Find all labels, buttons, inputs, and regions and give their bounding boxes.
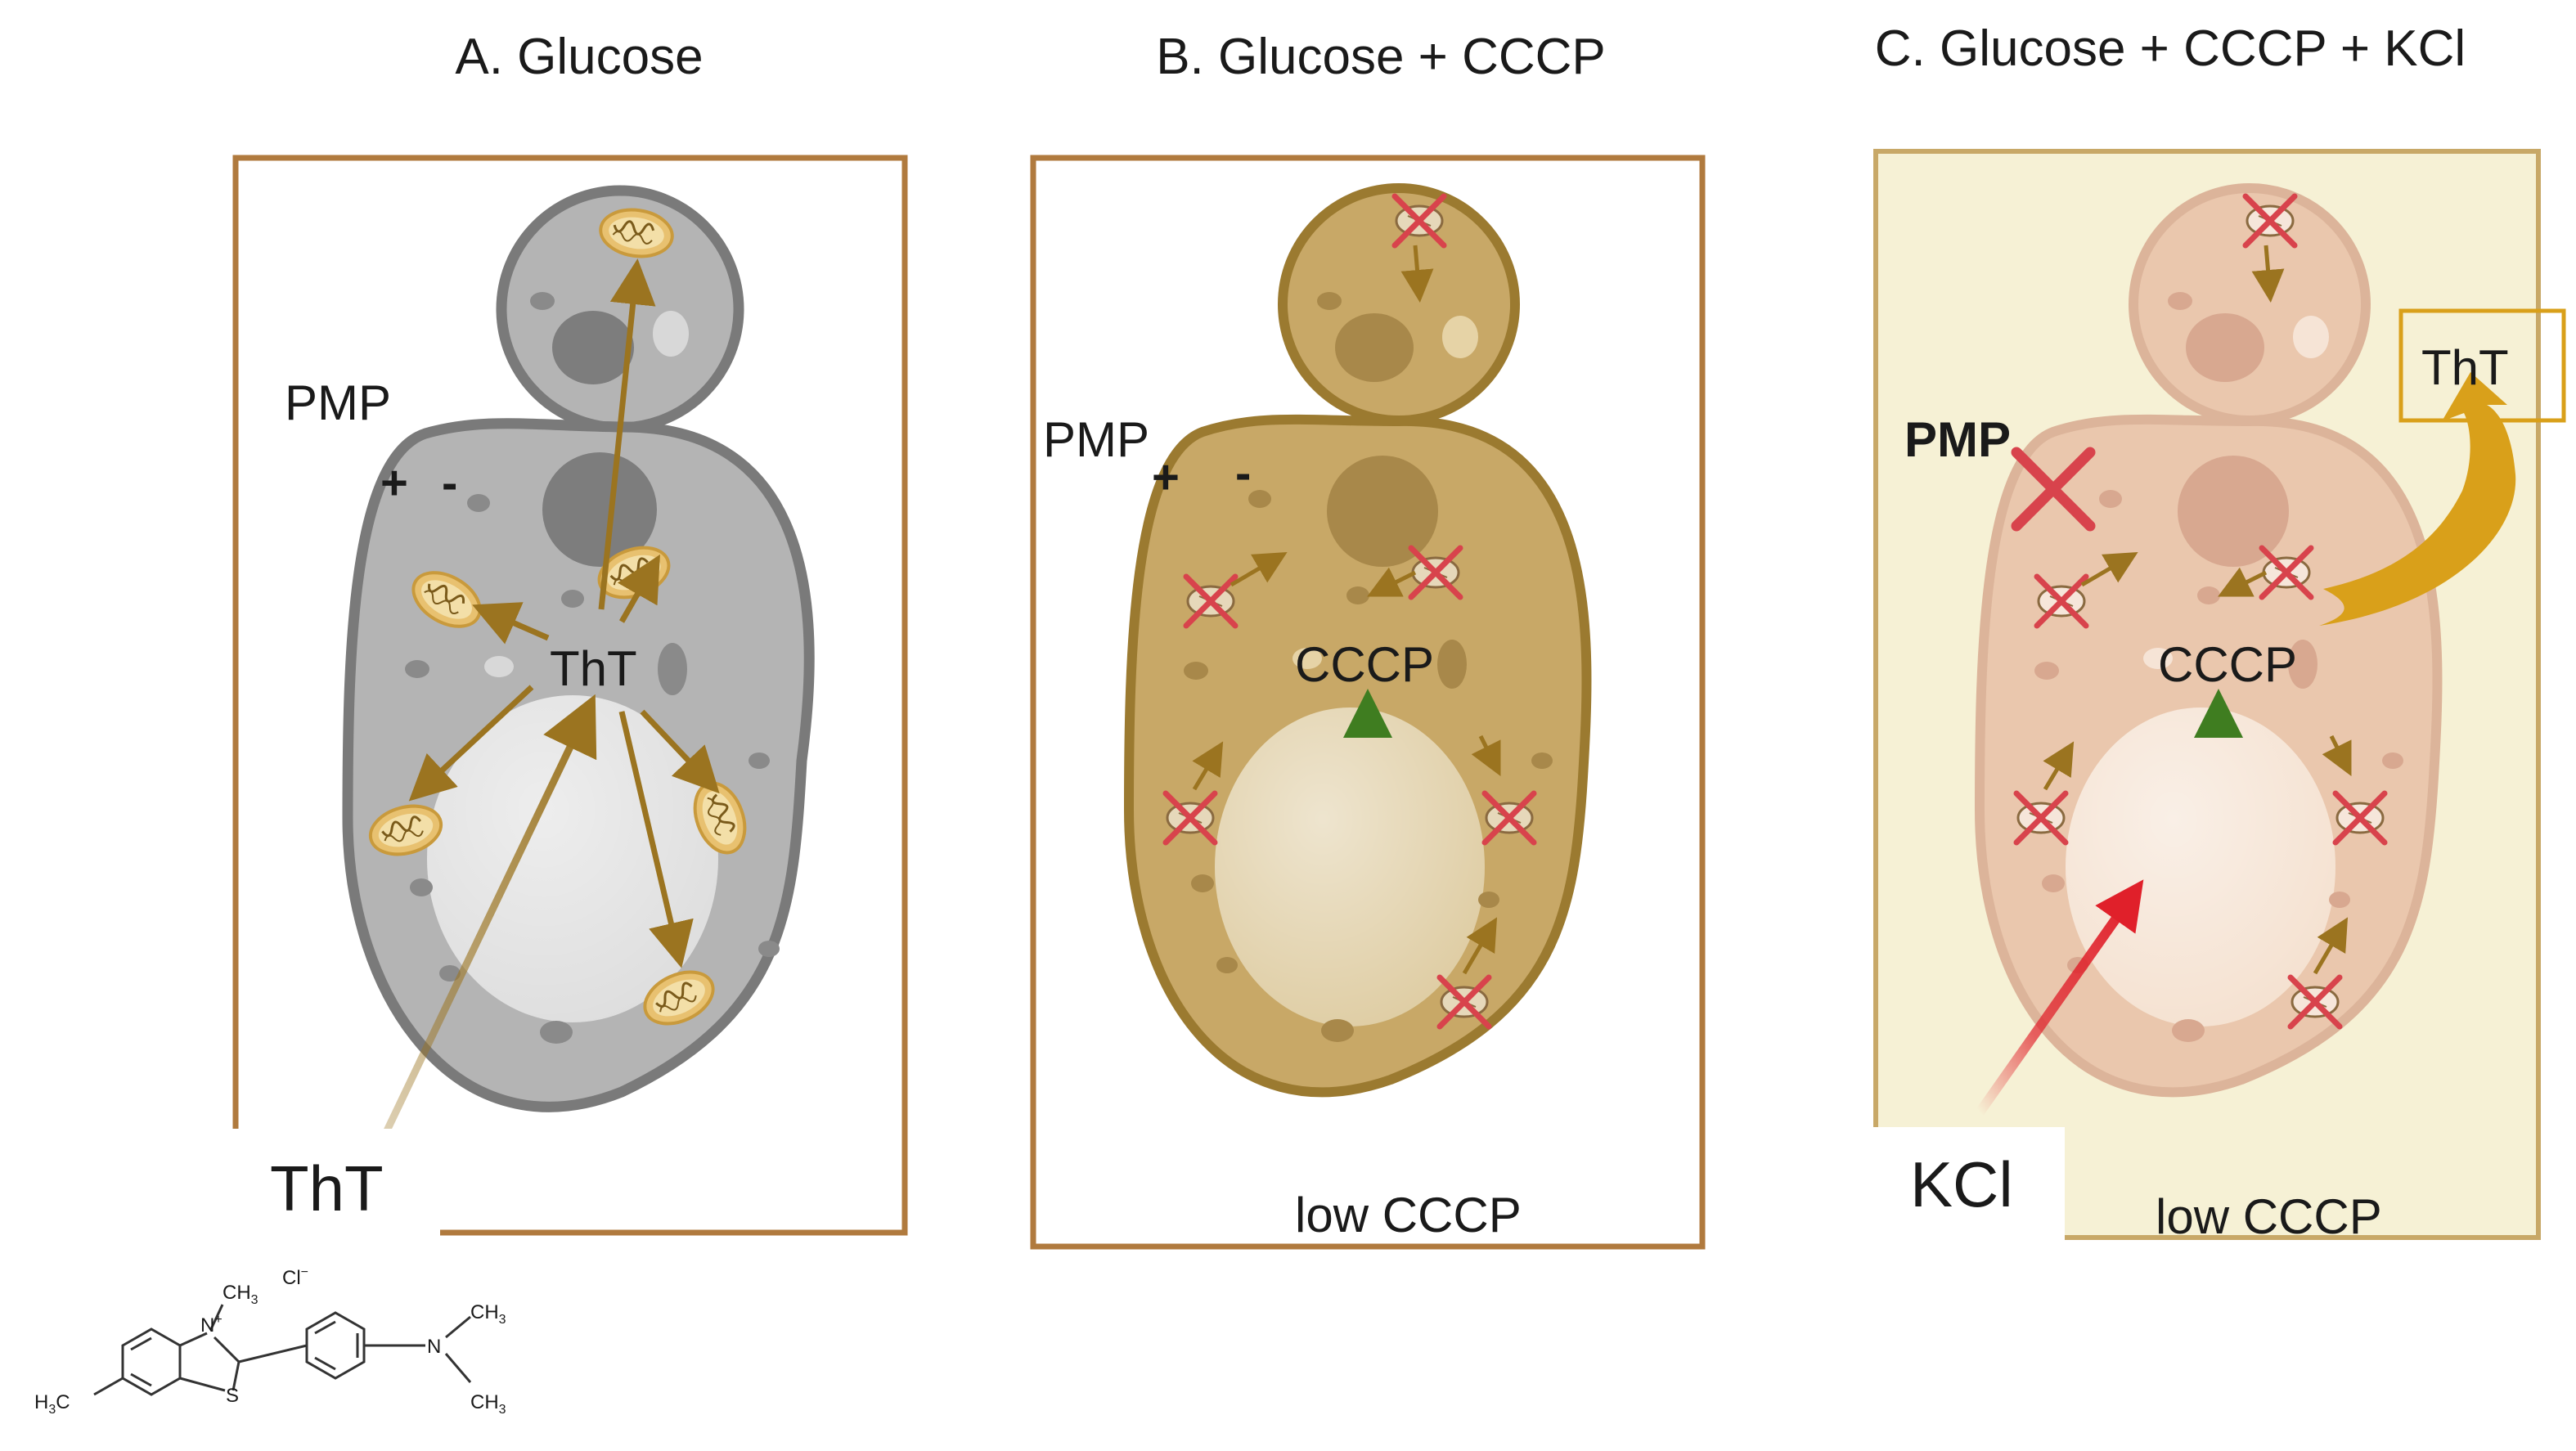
panel-b-granules	[1184, 292, 1553, 1042]
panel-b-low-cccp: low CCCP	[1295, 1188, 1522, 1242]
panel-a-title: A. Glucose	[455, 29, 703, 85]
panel-a-minus: -	[442, 456, 457, 510]
panel-a-tht-label-bg	[229, 1129, 440, 1243]
panel-b-cccp-center: CCCP	[1295, 637, 1434, 692]
panel-a-tht-outside: ThT	[270, 1152, 384, 1224]
svg-text:N+: N+	[200, 1313, 223, 1336]
svg-text:Cl−: Cl−	[282, 1265, 308, 1289]
panel-b: B. Glucose + CCCP	[1030, 29, 1706, 1250]
panel-c-pmp-cross	[2011, 447, 2096, 532]
panel-c-tht-efflux-arrow	[2319, 372, 2516, 626]
panel-b-cell	[1123, 183, 1592, 1098]
panel-c-kcl-arrow	[1976, 879, 2144, 1116]
panel-b-nucleus	[1327, 456, 1438, 567]
panel-b-plus: +	[1152, 451, 1180, 504]
panel-a-granules	[405, 292, 780, 1044]
panel-c-kcl: KCl	[1910, 1148, 2013, 1220]
panel-c-pmp: PMP	[1904, 412, 2011, 467]
panel-c-low-cccp: low CCCP	[2156, 1189, 2382, 1244]
svg-text:H3C: H3C	[34, 1391, 70, 1417]
panel-a-tht-arrows	[408, 258, 720, 968]
tht-chemical-structure	[93, 1304, 472, 1396]
panel-b-small-arrows	[1192, 245, 1501, 975]
panel-a-tht-entry-arrow	[368, 694, 597, 1163]
panel-a-cell	[342, 185, 815, 1112]
panel-b-minus: -	[1235, 447, 1251, 500]
panel-c-kcl-label-bg	[1873, 1127, 2065, 1242]
svg-text:CH3: CH3	[470, 1301, 506, 1327]
panel-b-bud-nucleus	[1335, 313, 1414, 382]
tht-structure-labels: CH3 Cl− N+ S N CH3 CH3 H3C	[34, 1265, 506, 1417]
panel-a-plus: +	[380, 456, 408, 510]
svg-text:CH3: CH3	[470, 1391, 506, 1417]
panel-a: A. Glucose	[34, 29, 908, 1417]
panel-c-tht-box	[2398, 308, 2566, 423]
panel-a-tht-center: ThT	[550, 641, 637, 696]
panel-a-nucleus	[542, 452, 657, 567]
panel-a-bud-nucleus	[552, 311, 634, 384]
panel-c-title: C. Glucose + CCCP + KCl	[1875, 20, 2466, 77]
panel-c-nucleus	[2178, 456, 2289, 567]
svg-text:N: N	[427, 1336, 441, 1358]
panel-c-small-arrows	[2043, 245, 2352, 975]
svg-text:CH3: CH3	[223, 1282, 258, 1307]
panel-b-pmp: PMP	[1043, 412, 1149, 467]
panel-c-tht-out: ThT	[2421, 340, 2509, 395]
panel-c-bud-nucleus	[2186, 313, 2264, 382]
panel-b-title: B. Glucose + CCCP	[1156, 29, 1606, 85]
panel-c: C. Glucose + CCCP + KCl	[1873, 20, 2566, 1244]
panel-c-cell	[1974, 183, 2443, 1098]
panel-c-cccp-center: CCCP	[2158, 637, 2297, 692]
panel-a-pmp: PMP	[285, 375, 391, 430]
svg-text:S: S	[226, 1385, 239, 1407]
